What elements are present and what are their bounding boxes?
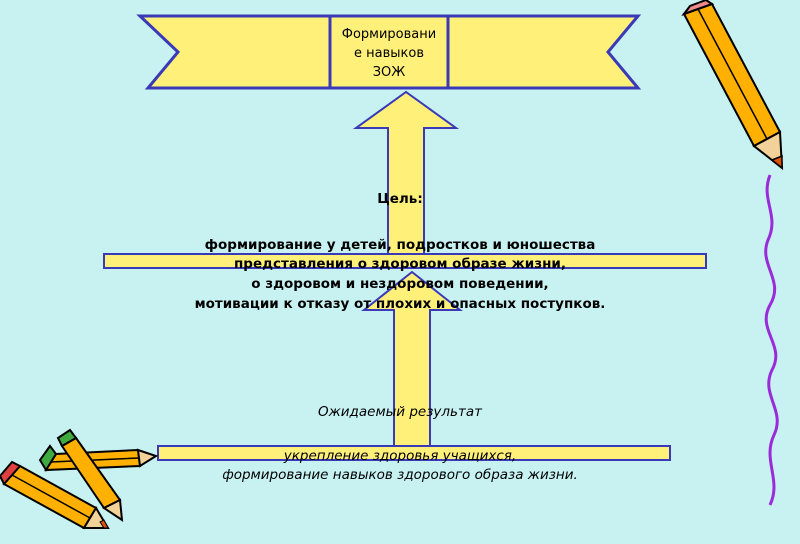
banner-title-line: е навыков: [354, 45, 424, 61]
pencil-icon-top-right: [681, 0, 784, 171]
upper-arrow: [352, 90, 460, 256]
banner-title: Формировани е навыков ЗОЖ: [330, 18, 448, 88]
goal-line: представления о здоровом образе жизни,: [233, 256, 567, 272]
result-line: формирование навыков здорового образа жи…: [222, 467, 578, 483]
pencil-icon-bottom-left-3: [56, 428, 124, 523]
pencil-icon-bottom-left: [0, 460, 110, 530]
goal-heading: Цель:: [377, 191, 423, 207]
banner-title-line: ЗОЖ: [372, 64, 406, 80]
banner-shape: [136, 14, 642, 90]
scribble-decoration: [764, 174, 779, 506]
goal-line: мотивации к отказу от плохих и опасных п…: [194, 296, 606, 312]
lower-arrow: [361, 270, 463, 449]
goal-bar: [103, 253, 707, 269]
result-line: укрепление здоровья учащихся,: [283, 448, 517, 464]
banner-title-line: Формировани: [341, 26, 437, 42]
goal-line: формирование у детей, подростков и юноше…: [204, 237, 596, 253]
result-bar: [157, 445, 671, 461]
goal-line: о здоровом и нездоровом поведении,: [251, 276, 549, 292]
result-heading: Ожидаемый результат: [317, 404, 482, 420]
